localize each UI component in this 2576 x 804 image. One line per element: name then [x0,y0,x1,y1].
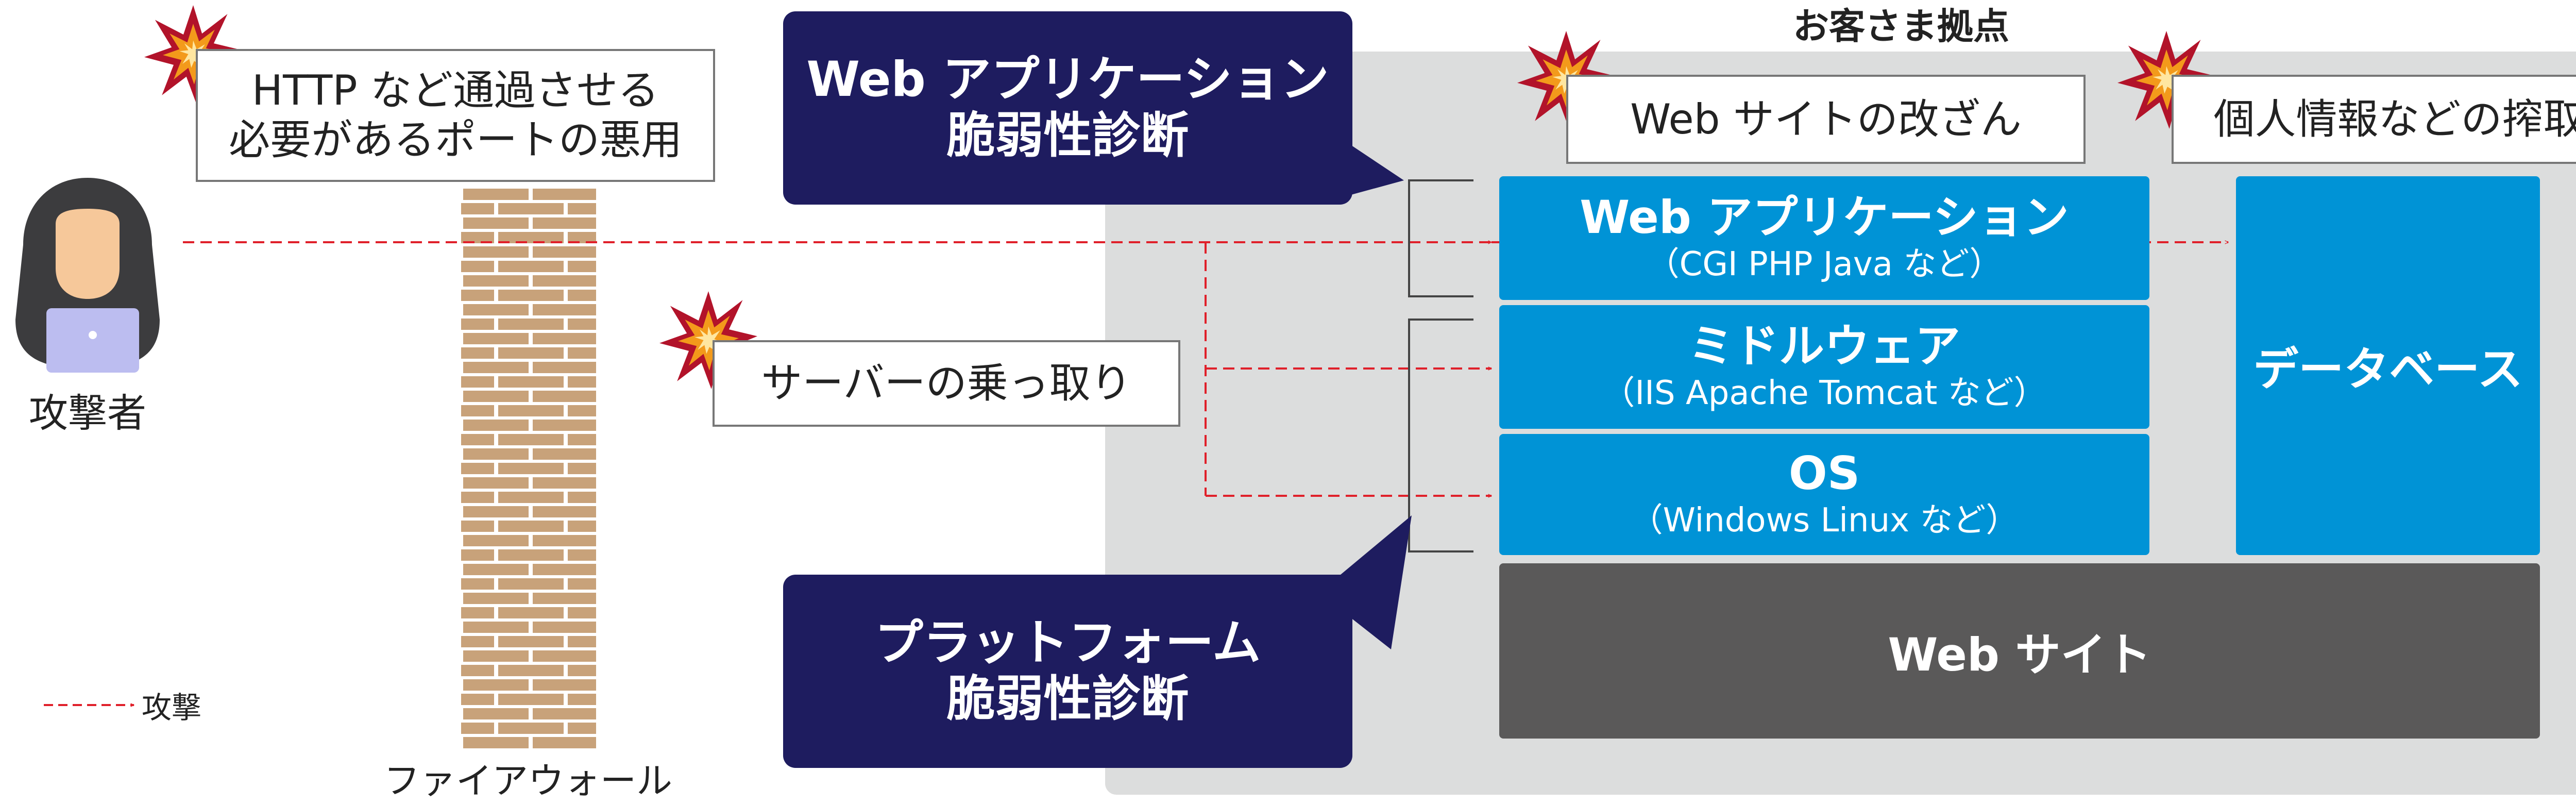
os-layer: OS （Windows Linux など） [1499,434,2149,555]
attacker-label: 攻撃者 [29,390,146,436]
platform-callout-title: プラットフォーム [874,615,1261,672]
os-layer-title: OS [1788,447,1860,500]
web-app-layer-title: Web アプリケーション [1580,190,2069,244]
threat-http-ports: HTTP など通過させる 必要があるポートの悪用 [196,49,715,182]
web-app-callout-subtitle: 脆弱性診断 [946,107,1189,164]
middleware-layer: ミドルウェア （IIS Apache Tomcat など） [1499,305,2149,429]
firewall-brick-wall [461,187,596,750]
threat-http-line1: HTTP など通過させる [251,66,659,114]
threat-http-line2: 必要があるポートの悪用 [229,116,682,164]
legend-attack-label: 攻撃 [142,690,202,725]
web-app-layer-detail: （CGI PHP Java など） [1646,245,2003,283]
middleware-layer-title: ミドルウェア [1688,319,1960,373]
platform-diagnosis-callout: プラットフォーム 脆弱性診断 [783,575,1352,768]
platform-bracket [1408,319,1473,552]
threat-server-takeover: サーバーの乗っ取り [713,340,1180,427]
firewall-label: ファイアウォール [384,760,672,802]
threat-defacement: Web サイトの改ざん [1566,75,2086,164]
platform-callout-tail [1319,515,1412,649]
middleware-layer-detail: （IIS Apache Tomcat など） [1602,374,2047,412]
web-app-diagnosis-callout: Web アプリケーション 脆弱性診断 [783,11,1352,205]
web-app-callout-title: Web アプリケーション [806,52,1329,108]
attacker-hood-icon [15,178,160,373]
web-app-layer: Web アプリケーション （CGI PHP Java など） [1499,176,2149,300]
platform-callout-subtitle: 脆弱性診断 [946,671,1189,727]
customer-site-title: お客さま拠点 [1793,5,2009,47]
threat-data-theft: 個人情報などの搾取 [2172,75,2576,164]
os-layer-detail: （Windows Linux など） [1630,501,2019,540]
website-base-layer: Web サイト [1499,563,2540,739]
web-app-bracket [1408,179,1473,297]
database-layer: データベース [2236,176,2540,555]
